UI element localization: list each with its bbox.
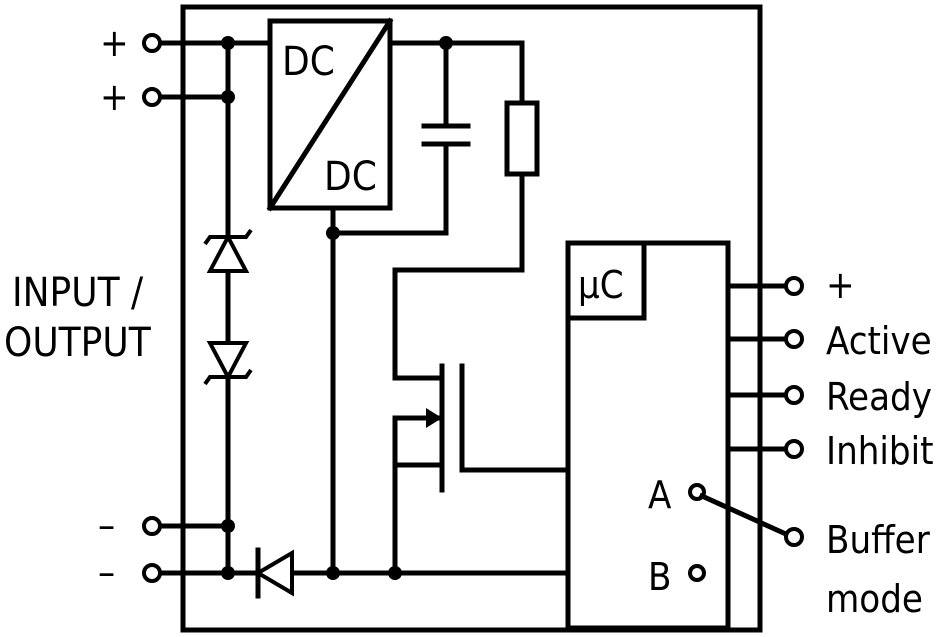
terminal-plus-2 [142, 87, 162, 107]
junction-dots [221, 36, 453, 580]
terminal-minus-2 [142, 563, 162, 583]
terminal-ready [784, 385, 804, 405]
switch-b-label: B [648, 555, 671, 599]
signal-terminals [784, 276, 804, 547]
mosfet [426, 363, 465, 493]
plus-sign-1: + [100, 21, 129, 65]
terminal-inhibit [784, 439, 804, 459]
resistor [504, 100, 540, 177]
suppressor-diodes [203, 228, 253, 386]
switch-a-label: A [648, 473, 672, 517]
dc-dc-converter: DC DC [266, 17, 394, 212]
buffer-mode-label-line1: Buffer [826, 518, 931, 562]
input-output-terminals [142, 33, 162, 583]
ready-label: Ready [826, 375, 932, 419]
terminal-buffer-mode [784, 527, 804, 547]
terminal-plus-1 [142, 33, 162, 53]
active-label: Active [826, 319, 932, 363]
converter-output-label: DC [324, 154, 377, 200]
converter-input-label: DC [282, 39, 335, 85]
minus-sign-1: – [98, 503, 115, 547]
minus-sign-2: – [98, 550, 115, 594]
terminal-active [784, 329, 804, 349]
switch-b-contact [688, 564, 706, 582]
buffer-mode-switch [698, 492, 792, 539]
microcontroller: μC A B [565, 240, 792, 631]
input-output-label-line2: OUTPUT [4, 320, 152, 366]
terminal-minus-1 [142, 516, 162, 536]
signal-plus-label: + [826, 263, 855, 307]
capacitor [421, 123, 471, 147]
input-output-label-line1: INPUT / [12, 270, 144, 316]
buffer-mode-label-line2: mode [826, 577, 923, 621]
series-diode [254, 547, 294, 599]
inhibit-label: Inhibit [826, 429, 934, 473]
microcontroller-label: μC [578, 263, 624, 307]
module-enclosure [180, 4, 763, 633]
terminal-signal-plus [784, 276, 804, 296]
plus-sign-2: + [100, 75, 129, 119]
